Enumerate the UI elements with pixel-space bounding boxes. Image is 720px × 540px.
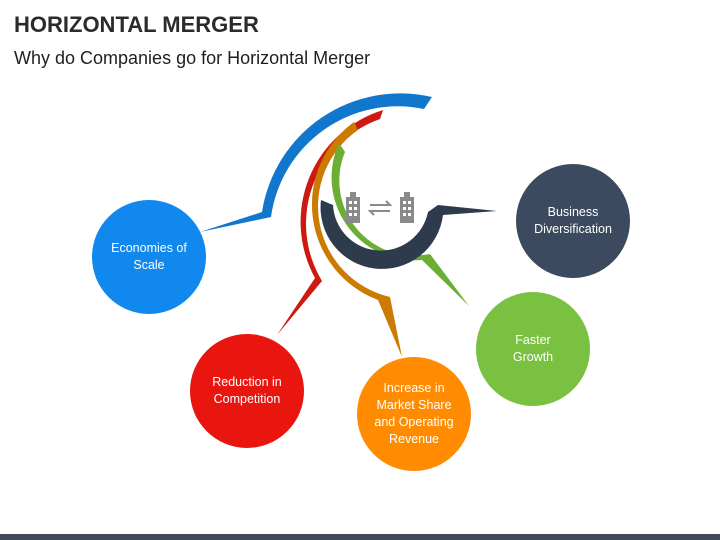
footer-bar xyxy=(0,534,720,540)
circle-label: Reduction in Competition xyxy=(212,375,282,406)
circle-label: Increase in Market Share and Operating R… xyxy=(374,381,454,446)
navy-arc xyxy=(320,200,497,269)
green-arc xyxy=(331,143,469,306)
page-title: HORIZONTAL MERGER xyxy=(14,12,259,37)
circle-economies-of-scale: Economies of Scale xyxy=(92,200,206,314)
orange-arc xyxy=(311,122,402,357)
circle-faster-growth: Faster Growth xyxy=(476,292,590,406)
page-subtitle: Why do Companies go for Horizontal Merge… xyxy=(14,48,371,68)
circle-label: Business Diversification xyxy=(534,205,612,236)
circle-label: Economies of Scale xyxy=(111,241,187,272)
circle-market-share: Increase in Market Share and Operating R… xyxy=(357,357,471,471)
circle-reduction-in-competition: Reduction in Competition xyxy=(190,334,304,448)
buildings-exchange-icon xyxy=(346,192,414,223)
circle-label: Faster Growth xyxy=(512,333,554,364)
circle-business-diversification: Business Diversification xyxy=(516,164,630,278)
